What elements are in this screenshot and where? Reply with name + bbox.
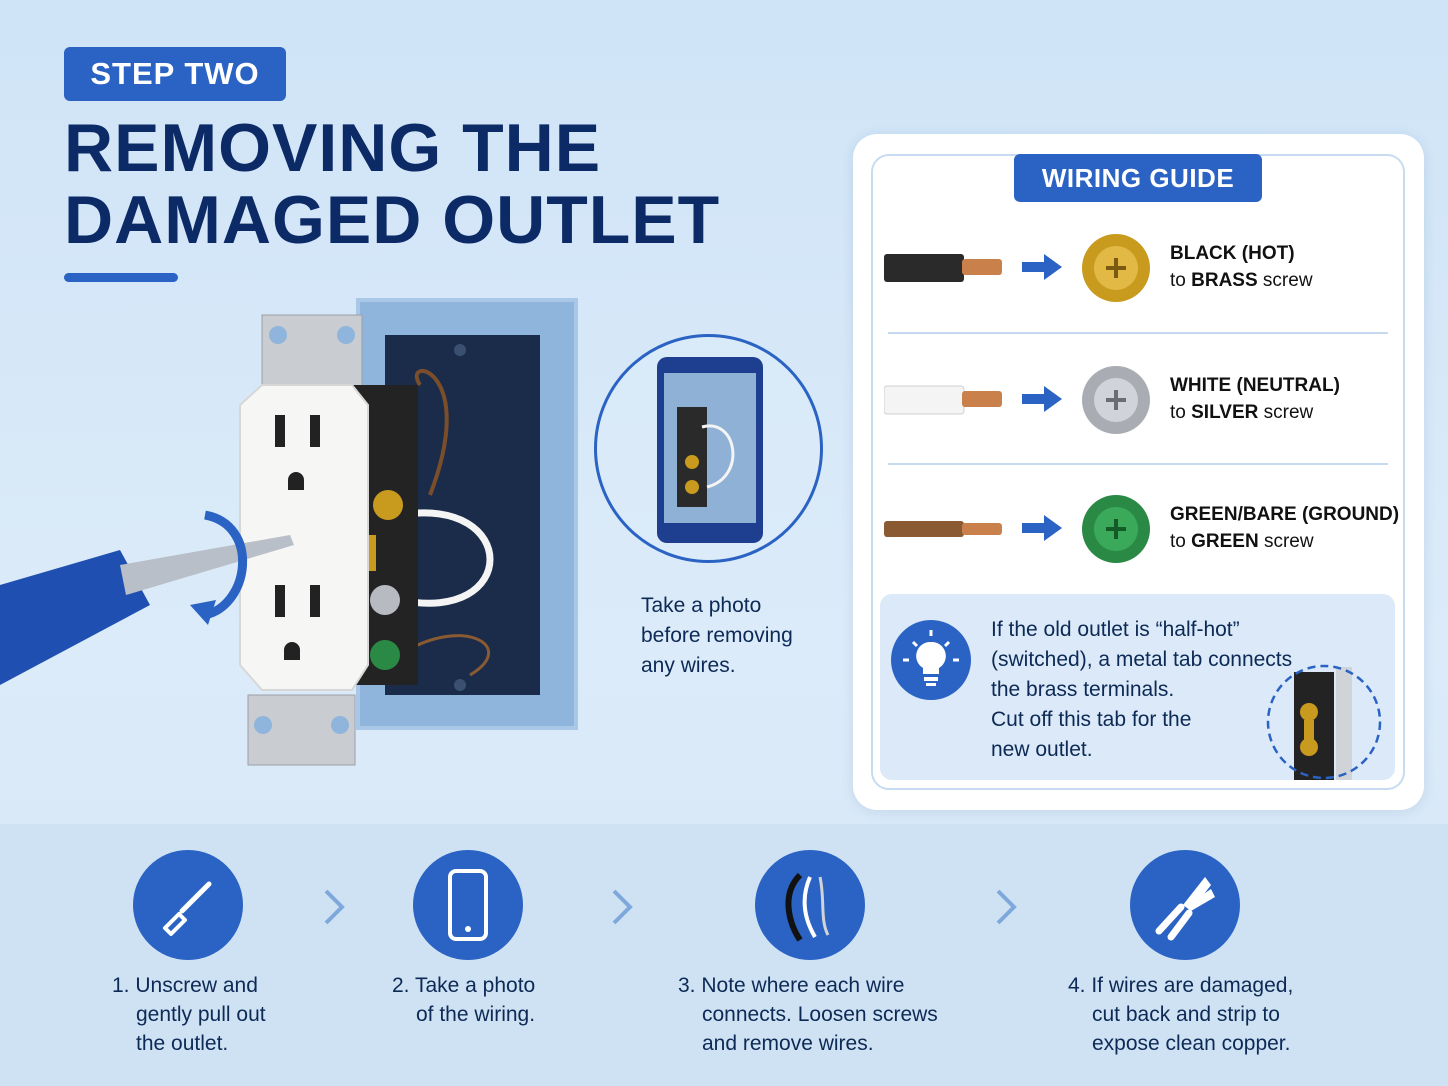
step-line: gently pull out	[136, 1003, 266, 1026]
silver-screw-icon	[1082, 366, 1150, 434]
step-line: and remove wires.	[702, 1032, 874, 1055]
wire-name: GREEN/BARE (GROUND)	[1170, 504, 1400, 525]
step-line: connects. Loosen screws	[702, 1003, 938, 1026]
wires-icon	[755, 850, 865, 960]
screwdriver-handle	[0, 550, 150, 685]
title-line-2: DAMAGED OUTLET	[64, 182, 721, 258]
lightbulb-icon	[891, 620, 971, 700]
step-line: of the wiring.	[416, 1003, 536, 1026]
half-hot-tip-text: If the old outlet is “half-hot” (switche…	[991, 615, 1321, 765]
bare-wire-icon	[884, 515, 1062, 541]
caption-line: Take a photo	[641, 594, 762, 617]
tip-line: If the old outlet is “half-hot”	[991, 618, 1240, 641]
green-screw-icon	[1082, 495, 1150, 563]
caption-line: any wires.	[641, 654, 736, 677]
wire-label-black: BLACK (HOT) to BRASS screw	[1170, 240, 1313, 294]
tip-line: Cut off this tab for the	[991, 708, 1192, 731]
mounting-strap-bottom	[247, 694, 356, 766]
black-wire-icon	[884, 254, 1062, 282]
brass-screw-icon	[1082, 234, 1150, 302]
outlet-removal-illustration	[0, 298, 578, 766]
wire-name: WHITE (NEUTRAL)	[1170, 375, 1340, 396]
silver-screw	[370, 585, 400, 615]
screw-name: BRASS	[1191, 270, 1258, 291]
step-line: cut back and strip to	[1092, 1003, 1280, 1026]
step-1-text: 1. Unscrew and gently pull out the outle…	[112, 971, 266, 1058]
title-line-1: REMOVING THE	[64, 110, 602, 186]
guide-divider	[888, 463, 1388, 465]
wire-suffix: screw	[1258, 531, 1314, 552]
green-screw	[370, 640, 400, 670]
page-title: REMOVING THE DAMAGED OUTLET	[64, 112, 764, 256]
phone-photo-icon	[657, 357, 763, 543]
wire-label-ground: GREEN/BARE (GROUND) to GREEN screw	[1170, 501, 1399, 555]
wire-row-white: WHITE (NEUTRAL) to SILVER screw	[883, 354, 1394, 444]
guide-divider	[888, 332, 1388, 334]
tip-line: (switched), a metal tab connects	[991, 648, 1293, 671]
tip-line: new outlet.	[991, 738, 1093, 761]
outlet-face	[239, 384, 369, 691]
white-wire	[399, 509, 494, 607]
step-badge: STEP TWO	[64, 47, 286, 101]
step-3-text: 3. Note where each wire connects. Loosen…	[678, 971, 938, 1058]
tip-line: the brass terminals.	[991, 678, 1175, 701]
pliers-icon	[1130, 850, 1240, 960]
screwdriver-shaft	[120, 535, 294, 595]
copper-wire	[414, 369, 449, 496]
white-wire-icon	[883, 385, 1062, 415]
screwdriver-icon	[133, 850, 243, 960]
rotation-arrow	[203, 510, 247, 620]
wire-connector: to	[1170, 402, 1192, 423]
chevron-right-icon	[324, 889, 345, 925]
chevron-right-icon	[612, 889, 633, 925]
step-line: expose clean copper.	[1092, 1032, 1291, 1055]
wire-row-black: BLACK (HOT) to BRASS screw	[884, 222, 1394, 312]
chevron-right-icon	[996, 889, 1017, 925]
screw-name: SILVER	[1191, 402, 1259, 423]
wire-suffix: screw	[1257, 270, 1313, 291]
wiring-guide-title: WIRING GUIDE	[1014, 154, 1262, 202]
wire-row-ground: GREEN/BARE (GROUND) to GREEN screw	[884, 483, 1399, 573]
step-line: 3. Note where each wire	[678, 974, 905, 997]
wire-suffix: screw	[1258, 402, 1314, 423]
wire-name: BLACK (HOT)	[1170, 243, 1295, 264]
wire-connector: to	[1170, 270, 1192, 291]
phone-icon	[413, 850, 523, 960]
step-line: 1. Unscrew and	[112, 974, 258, 997]
photo-tip-caption: Take a photo before removing any wires.	[641, 591, 841, 681]
outlet-tab-detail	[1266, 664, 1382, 780]
step-4-text: 4. If wires are damaged, cut back and st…	[1068, 971, 1293, 1058]
step-line: 4. If wires are damaged,	[1068, 974, 1294, 997]
step-2-text: 2. Take a photo of the wiring.	[392, 971, 535, 1029]
ground-wire	[399, 634, 491, 677]
brass-screw	[373, 490, 403, 520]
wire-label-white: WHITE (NEUTRAL) to SILVER screw	[1170, 372, 1340, 426]
caption-line: before removing	[641, 624, 793, 647]
step-line: the outlet.	[136, 1032, 229, 1055]
screw-name: GREEN	[1191, 531, 1259, 552]
photo-tip-circle	[594, 334, 823, 563]
wire-connector: to	[1170, 531, 1192, 552]
title-underline	[64, 273, 178, 282]
step-line: 2. Take a photo	[392, 974, 536, 997]
